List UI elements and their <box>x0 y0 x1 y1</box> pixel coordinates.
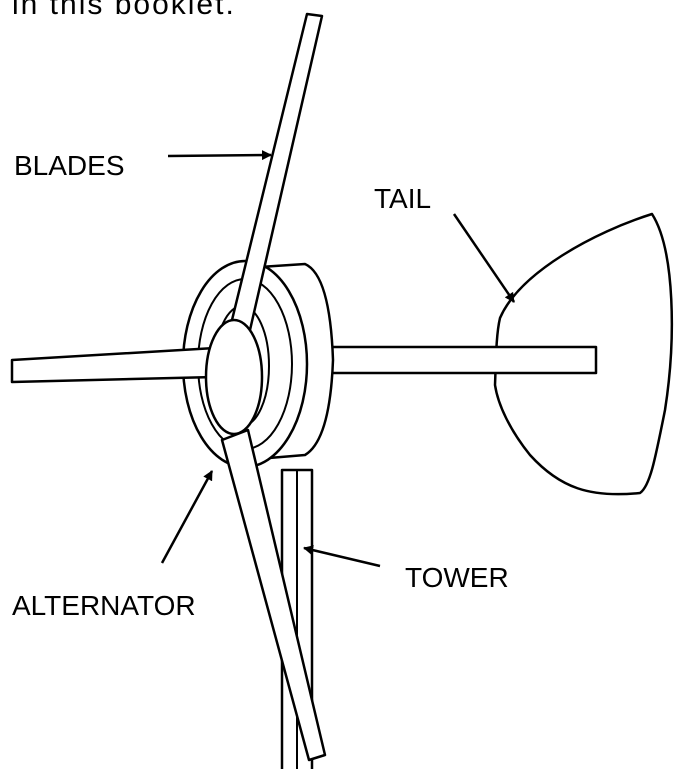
arrow-blades <box>167 150 272 161</box>
header-text: in this booklet. <box>12 0 236 21</box>
label-blades: BLADES <box>14 150 125 181</box>
label-tower: TOWER <box>405 562 509 593</box>
blade-left <box>10 346 217 384</box>
hub <box>204 318 264 436</box>
arrow-tower <box>303 545 381 568</box>
arrow-alternator <box>160 470 214 564</box>
tail-boom <box>326 345 598 375</box>
arrow-tail <box>452 213 516 303</box>
label-alternator: ALTERNATOR <box>12 590 196 621</box>
label-tail: TAIL <box>374 183 431 214</box>
